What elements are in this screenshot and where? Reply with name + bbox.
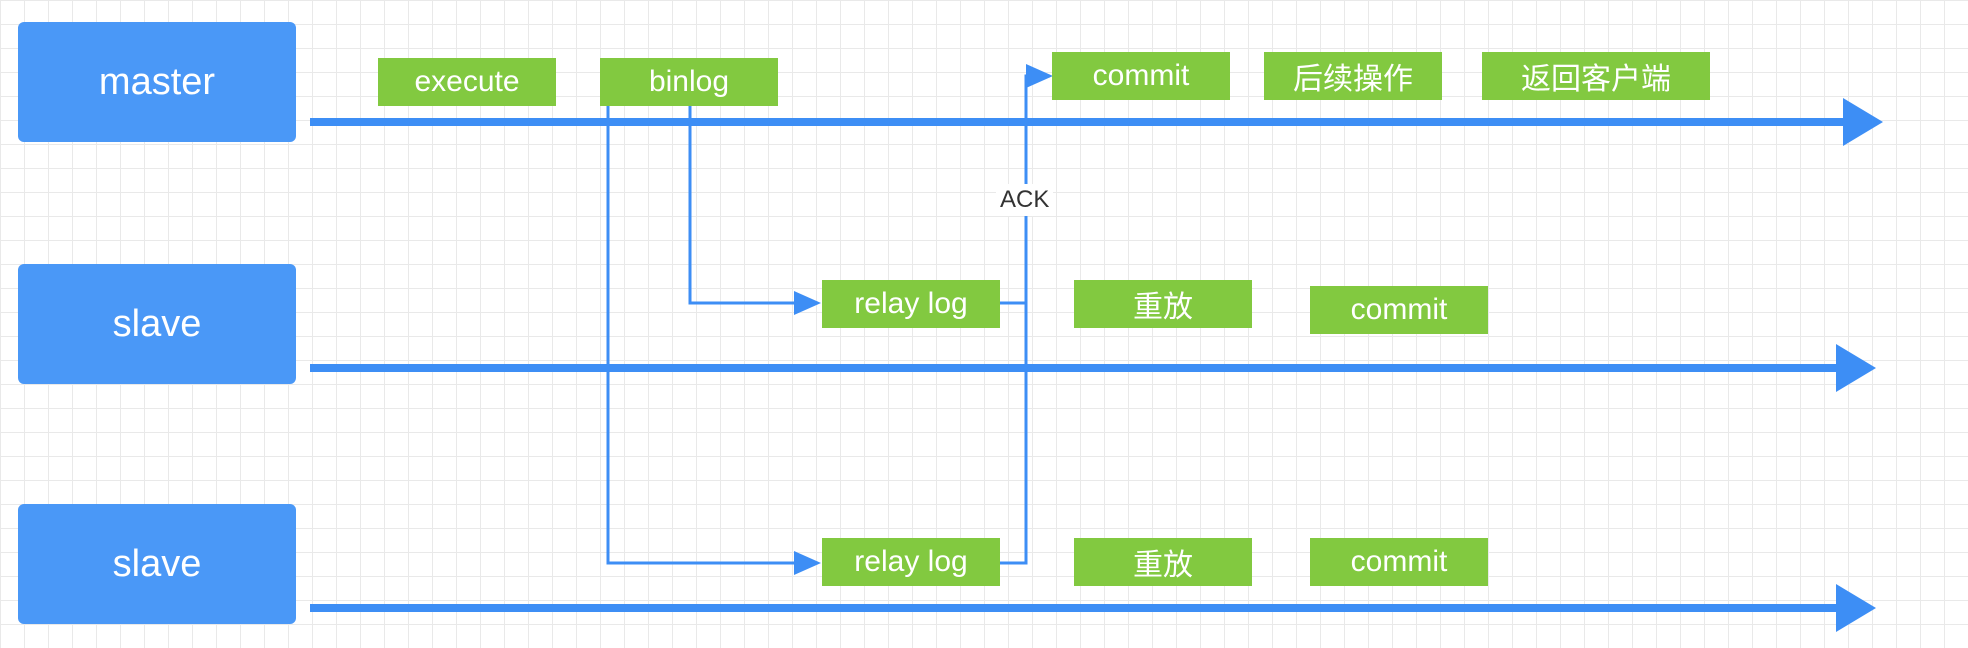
master-binlog-label: binlog (648, 65, 730, 98)
slave2-ack-connector (1000, 303, 1028, 565)
master-return-client-step: 返回客户端 (1482, 52, 1710, 100)
binlog-to-slave1-relay-connector (688, 106, 821, 315)
master-label: master (98, 60, 216, 103)
slave1-relay-log-label: relay log (854, 287, 968, 320)
slave1-commit-label: commit (1350, 293, 1448, 326)
slave2-commit-label: commit (1350, 545, 1448, 578)
master-commit-label: commit (1092, 59, 1190, 92)
slave2-label: slave (112, 542, 202, 585)
ack-label: ACK (996, 184, 1054, 216)
slave2-relay-log-step: relay log (822, 538, 1000, 586)
master-return-client-label: 返回客户端 (1521, 63, 1671, 96)
slave1-node: slave (18, 264, 296, 384)
master-execute-label: execute (414, 65, 520, 98)
binlog-to-slave2-relay-connector (606, 104, 821, 575)
master-binlog-step: binlog (600, 58, 778, 106)
master-followup-label: 后续操作 (1293, 63, 1413, 96)
slave2-commit-step: commit (1310, 538, 1488, 586)
master-followup-step: 后续操作 (1264, 52, 1442, 100)
master-node: master (18, 22, 296, 142)
slave1-commit-step: commit (1310, 286, 1488, 334)
slave2-node: slave (18, 504, 296, 624)
slave1-replay-step: 重放 (1074, 280, 1252, 328)
slave1-replay-label: 重放 (1133, 291, 1193, 324)
slave1-relay-log-step: relay log (822, 280, 1000, 328)
slave1-label: slave (112, 302, 202, 345)
master-commit-step: commit (1052, 52, 1230, 100)
master-execute-step: execute (378, 58, 556, 106)
ack-to-master-commit-connector (1024, 64, 1053, 303)
slave2-replay-label: 重放 (1133, 549, 1193, 582)
slave2-replay-step: 重放 (1074, 538, 1252, 586)
slave2-relay-log-label: relay log (854, 545, 968, 578)
